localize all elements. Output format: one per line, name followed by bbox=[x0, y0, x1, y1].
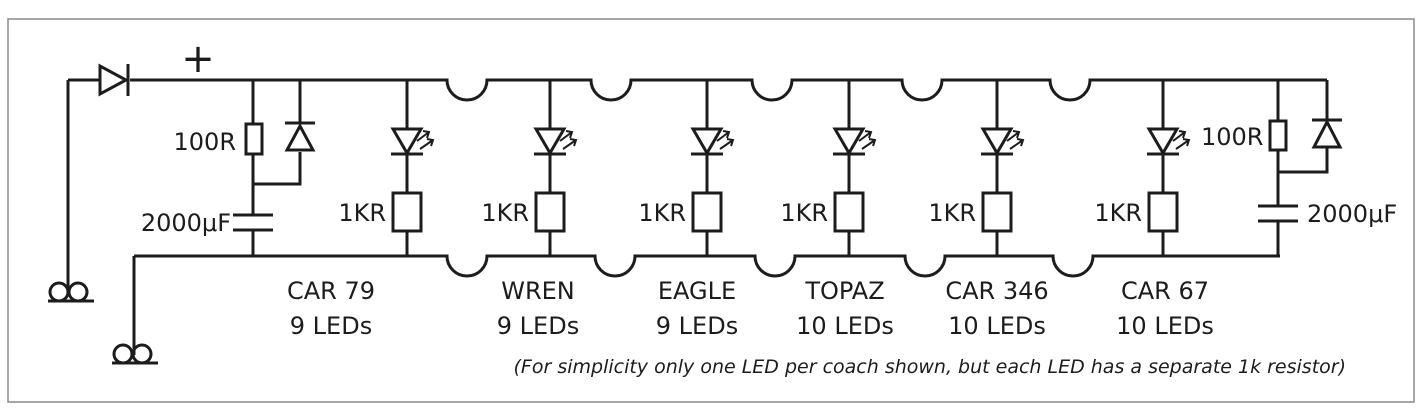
right-block-wiring bbox=[1276, 80, 1329, 256]
led-icon bbox=[390, 127, 424, 156]
led-icon bbox=[690, 127, 724, 156]
left-capacitor-plates bbox=[233, 213, 273, 232]
coach-branch-4 bbox=[832, 80, 877, 256]
led-icon bbox=[980, 127, 1014, 156]
pickup-wheels-right bbox=[112, 343, 158, 365]
left-resistor-100r bbox=[244, 122, 264, 156]
right-resistor-100r bbox=[1268, 119, 1288, 152]
coach-name: WREN bbox=[501, 277, 575, 305]
input-diode-symbol bbox=[98, 63, 130, 97]
left-diode-symbol bbox=[284, 121, 316, 152]
resistor-label: 1KR bbox=[928, 199, 976, 227]
coach-branch-5 bbox=[980, 80, 1025, 256]
coach-led-count: 9 LEDs bbox=[656, 312, 738, 340]
coach-led-count: 10 LEDs bbox=[796, 312, 894, 340]
top-rail bbox=[68, 78, 1327, 102]
coach-branch-1 bbox=[390, 80, 435, 256]
coach-led-count: 10 LEDs bbox=[948, 312, 1046, 340]
coach-name: CAR 67 bbox=[1121, 277, 1209, 305]
coach-led-count: 9 LEDs bbox=[290, 312, 372, 340]
left-block-wiring bbox=[251, 80, 302, 256]
resistor-label: 1KR bbox=[780, 199, 828, 227]
resistor-label: 1KR bbox=[338, 199, 386, 227]
coach-name: CAR 79 bbox=[287, 277, 375, 305]
light-arrows-icon bbox=[716, 130, 735, 150]
resistor-label: 1KR bbox=[481, 199, 529, 227]
right-capacitor-plates bbox=[1258, 204, 1298, 223]
frame bbox=[7, 18, 1415, 403]
led-icon bbox=[533, 127, 567, 156]
coach-name: CAR 346 bbox=[945, 277, 1048, 305]
bottom-rail bbox=[134, 254, 1280, 278]
coach-name: EAGLE bbox=[658, 277, 736, 305]
coach-branch-6 bbox=[1146, 80, 1191, 256]
light-arrows-icon bbox=[1006, 130, 1025, 150]
light-arrows-icon bbox=[1172, 130, 1191, 150]
resistor-1kr bbox=[391, 191, 423, 233]
coach-labels: 1KR CAR 79 9 LEDs 1KR WREN 9 LEDs 1KR EAGLE 9 LE… bbox=[287, 199, 1214, 340]
resistor-label: 1KR bbox=[638, 199, 686, 227]
resistor-1kr bbox=[691, 191, 723, 233]
resistor-1kr bbox=[1147, 191, 1179, 233]
right-diode-symbol bbox=[1311, 118, 1343, 149]
coach-branch-2 bbox=[533, 80, 578, 256]
resistor-label: 1KR bbox=[1094, 199, 1142, 227]
note-caption: (For simplicity only one LED per coach s… bbox=[514, 356, 1346, 378]
resistor-1kr bbox=[534, 191, 566, 233]
positive-sign: + bbox=[181, 36, 215, 82]
pickup-wheels-left bbox=[48, 281, 94, 303]
left-resistor-label: 100R bbox=[174, 128, 236, 156]
right-capacitor-label: 2000μF bbox=[1307, 200, 1397, 228]
left-capacitor-label: 2000μF bbox=[141, 209, 231, 237]
light-arrows-icon bbox=[559, 130, 578, 150]
light-arrows-icon bbox=[858, 130, 877, 150]
light-arrows-icon bbox=[416, 130, 435, 150]
coach-led-count: 9 LEDs bbox=[497, 312, 579, 340]
right-resistor-label: 100R bbox=[1201, 123, 1263, 151]
coach-branch-3 bbox=[690, 80, 735, 256]
resistor-1kr bbox=[981, 191, 1013, 233]
led-icon bbox=[1146, 127, 1180, 156]
led-icon bbox=[832, 127, 866, 156]
coach-led-count: 10 LEDs bbox=[1116, 312, 1214, 340]
coach-name: TOPAZ bbox=[804, 277, 884, 305]
coach-branches bbox=[390, 80, 1191, 256]
resistor-1kr bbox=[833, 191, 865, 233]
